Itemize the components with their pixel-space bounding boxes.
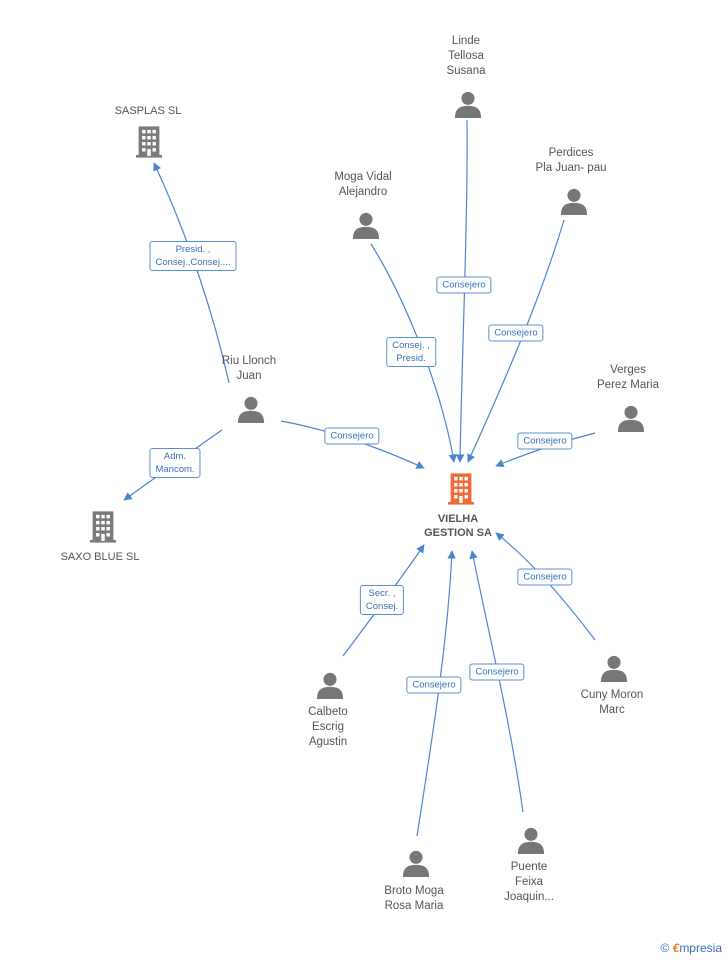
- edge-label-linde-center[interactable]: Consejero: [436, 276, 492, 294]
- edge-label-riu-saxo[interactable]: Adm. Mancom.: [149, 448, 201, 478]
- person-perdices-name-line: Perdices: [548, 147, 594, 159]
- person-calbeto-name-line: Agustin: [308, 736, 348, 748]
- edge-label-line: Consejero: [523, 435, 567, 447]
- edge-label-line: Consej.: [365, 601, 399, 612]
- edge-label-line: Adm.: [163, 451, 187, 462]
- brand-e-glyph: €: [672, 941, 680, 955]
- company-sasplas-name[interactable]: SASPLAS SL: [114, 105, 182, 117]
- edge-label-broto-center[interactable]: Consejero: [406, 676, 462, 694]
- person-cuny-name-line: Cuny Moron: [580, 689, 644, 701]
- edge-label-riu-center[interactable]: Consejero: [324, 427, 380, 445]
- person-linde-name-line: Linde: [451, 35, 481, 47]
- person-verges-name-line: Perez Maria: [597, 379, 659, 391]
- edge-label-line: Consejero: [523, 571, 567, 583]
- edge-label-line: Presid. ,: [175, 244, 211, 255]
- edge-cuny-center: [495, 532, 596, 641]
- person-linde-icon: [454, 91, 482, 118]
- person-moga-name-line: Alejandro: [338, 186, 388, 198]
- edge-label-moga-center[interactable]: Consej. , Presid.: [386, 337, 436, 367]
- copyright-symbol: ©: [660, 941, 670, 955]
- edge-label-line: Consejero: [494, 327, 538, 339]
- person-broto-name-line: Broto Moga: [384, 885, 444, 897]
- person-riu-name-line: Juan: [236, 370, 262, 382]
- edge-label-puente-center[interactable]: Consejero: [469, 663, 525, 681]
- person-riu-name-line: Riu Llonch: [221, 355, 277, 367]
- center-company-building-icon: [448, 473, 474, 505]
- edge-label-verges-center[interactable]: Consejero: [517, 432, 573, 450]
- center-company-name[interactable]: VIELHA GESTION SA: [424, 512, 492, 540]
- edge-label-line: Consejero: [330, 430, 374, 442]
- person-broto-name-line: Rosa Maria: [384, 900, 444, 912]
- center-company-name-line: VIELHA: [437, 513, 479, 525]
- edge-label-line: Secr. ,: [368, 588, 396, 599]
- person-broto-icon: [402, 850, 430, 877]
- edge-puente-center: [469, 550, 524, 813]
- company-sasplas-building-icon: [136, 126, 162, 158]
- person-linde-name-line: Tellosa: [448, 50, 484, 62]
- edge-label-line: Consej. ,: [392, 340, 430, 351]
- person-puente-name-line: Puente: [510, 861, 548, 873]
- edge-label-perdices-center[interactable]: Consejero: [488, 324, 544, 342]
- company-saxo-building-icon: [90, 511, 116, 543]
- center-company-name-line: GESTION SA: [424, 527, 492, 539]
- person-cuny-name-line: Marc: [599, 704, 625, 716]
- person-puente-name-line: Joaquin...: [504, 891, 554, 903]
- person-cuny-icon: [600, 655, 628, 682]
- person-linde-name-line: Susana: [446, 65, 486, 77]
- brand-name: mpresia: [679, 941, 722, 955]
- edge-label-line: Consejero: [412, 679, 456, 691]
- person-verges-icon: [617, 405, 645, 432]
- person-puente-name-line: Feixa: [514, 876, 544, 888]
- person-calbeto-name-line: Escrig: [312, 721, 344, 733]
- brand-logo: © €mpresia: [660, 941, 722, 955]
- person-calbeto-icon: [316, 672, 344, 699]
- person-verges-name-line: Verges: [610, 364, 646, 376]
- edge-label-line: Mancom.: [155, 464, 195, 475]
- person-riu-icon: [237, 396, 265, 423]
- edge-label-riu-sasplas[interactable]: Presid. , Consej.,Consej....: [149, 241, 237, 271]
- edge-broto-center: [416, 550, 456, 837]
- person-moga-name-line: Moga Vidal: [334, 171, 392, 183]
- edge-label-line: Consejero: [442, 279, 486, 291]
- person-calbeto-name-line: Calbeto: [308, 706, 348, 718]
- edge-label-line: Consejero: [475, 666, 519, 678]
- person-moga-icon: [352, 212, 380, 239]
- company-saxo-name[interactable]: SAXO BLUE SL: [60, 551, 140, 563]
- edge-label-calbeto-center[interactable]: Secr. , Consej.: [359, 585, 405, 615]
- edge-label-cuny-center[interactable]: Consejero: [517, 568, 573, 586]
- person-perdices-icon: [560, 188, 588, 215]
- edge-label-line: Presid.: [396, 353, 426, 364]
- person-puente-icon: [517, 827, 545, 854]
- person-perdices-name-line: Pla Juan- pau: [535, 162, 607, 174]
- edge-label-line: Consej.,Consej....: [155, 257, 231, 268]
- edge-riu-sasplas: [153, 162, 230, 384]
